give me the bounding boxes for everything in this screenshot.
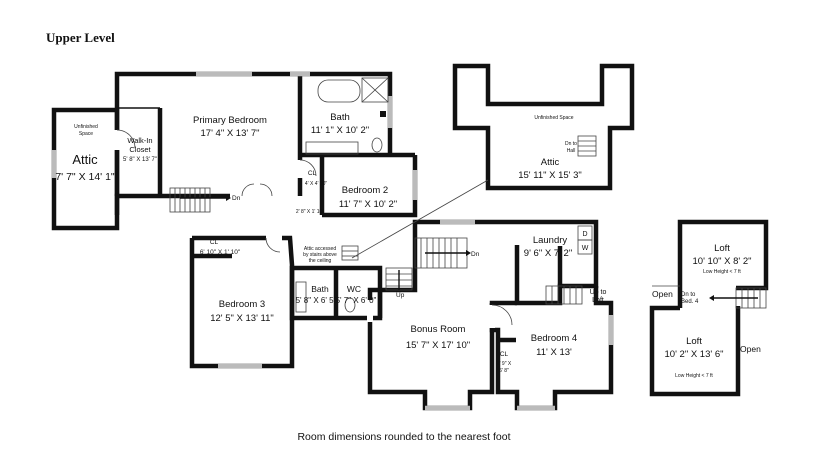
primary-bath-dims: 11' 1" X 10' 2" xyxy=(311,125,369,136)
loft-upper-name: Loft xyxy=(714,243,730,254)
toilet-wc xyxy=(344,297,356,313)
laundry-name: Laundry xyxy=(533,235,568,246)
open-label-right: Open xyxy=(740,344,761,354)
stair-left xyxy=(169,187,231,213)
shower xyxy=(361,77,389,103)
footnote: Room dimensions rounded to the nearest f… xyxy=(297,431,510,443)
dn-label-left: Dn xyxy=(232,195,241,202)
walk-in-closet-name2: Closet xyxy=(129,145,151,154)
laundry-washer: W xyxy=(582,245,589,252)
dn-to-bed4-line1: Dn to xyxy=(681,292,696,298)
closet-bonus-dims1: 2' 9" X xyxy=(497,361,512,367)
bath-outlet xyxy=(380,111,386,117)
laundry-dims: 9' 6" X 7' 2" xyxy=(524,248,572,259)
loft-lower-name: Loft xyxy=(686,336,702,347)
attic-right-stair2: Hall xyxy=(567,148,576,154)
closet-primary-dims: 4' X 4' 10" xyxy=(305,181,328,187)
closet-bonus-name: CL xyxy=(500,351,509,358)
bathtub xyxy=(317,79,361,103)
primary-bath-name: Bath xyxy=(330,112,350,123)
bonus-room-name: Bonus Room xyxy=(411,324,466,335)
walk-in-closet-dims: 5' 8" X 13' 7" xyxy=(123,157,157,163)
attic-connector-line xyxy=(351,179,489,259)
loft-lower-dims: 10' 2" X 13' 6" xyxy=(665,349,724,360)
double-vanity xyxy=(305,141,359,155)
attic-right-name: Attic xyxy=(541,157,560,168)
plan-title: Upper Level xyxy=(46,30,115,45)
loft-upper-dims: 10' 10" X 8' 2" xyxy=(693,256,752,267)
closet-primary-name: CL xyxy=(308,170,317,177)
bedroom3-closet-name: CL xyxy=(210,239,219,246)
doors xyxy=(114,129,513,328)
bonus-room-dims: 15' 7" X 17' 10" xyxy=(406,340,470,351)
attic-right-walls xyxy=(452,63,635,191)
attic-right-stair1: Dn to xyxy=(565,141,577,147)
up-label: Up xyxy=(396,292,405,299)
primary-bedroom-dims: 17' 4" X 13' 7" xyxy=(201,128,260,139)
bedroom4-dims: 11' X 13' xyxy=(536,347,572,358)
up-to-loft-line1: Up to xyxy=(590,289,607,296)
wc-name: WC xyxy=(347,284,361,294)
toilet-primary xyxy=(371,137,383,153)
stair-loft xyxy=(709,287,767,309)
attic-access-hatch xyxy=(341,245,359,261)
hall-bath-name: Bath xyxy=(311,284,329,294)
attic-note-line2: by stairs above xyxy=(303,252,337,258)
stairs xyxy=(169,135,767,309)
primary-bedroom-name: Primary Bedroom xyxy=(193,115,267,126)
bedroom3-name: Bedroom 3 xyxy=(219,299,265,310)
wc-dims: 5' 7" X 6' 0" xyxy=(336,296,377,305)
hall-north-wall xyxy=(114,193,230,215)
bedroom3-closet-dims: 6' 10" X 1' 10" xyxy=(200,249,241,256)
stair-center xyxy=(385,237,471,291)
closet-small-dims: 2' 8" X 1' 10" xyxy=(296,209,324,215)
dn-to-bed4-line2: Bed. 4 xyxy=(681,299,699,305)
attic-right-unfinished: Unfinished Space xyxy=(534,115,573,121)
attic-note-line3: the ceiling xyxy=(309,258,332,264)
unfinished-space-left-line2: Space xyxy=(79,131,93,137)
walk-in-closet-name1: Walk-In xyxy=(127,136,152,145)
attic-left-dims: 7' 7" X 14' 1" xyxy=(55,171,115,183)
bedroom4-name: Bedroom 4 xyxy=(531,333,577,344)
dn-label-right: Dn xyxy=(471,251,480,258)
bedroom2-dims: 11' 7" X 10' 2" xyxy=(339,199,397,210)
unfinished-space-left-line1: Unfinished xyxy=(74,124,98,130)
fixtures xyxy=(295,77,593,313)
open-label-left: Open xyxy=(652,289,673,299)
attic-note-line1: Attic accessed xyxy=(304,246,336,252)
loft-lower-note: Low Height < 7 ft xyxy=(675,373,713,379)
stair-attic-right xyxy=(577,135,597,157)
hall-bath-dims: 5' 8" X 6' 5" xyxy=(296,296,337,305)
bedroom3-dims: 12' 5" X 13' 11" xyxy=(210,313,274,324)
attic-right-dims: 15' 11" X 15' 3" xyxy=(518,170,582,181)
stair-to-loft xyxy=(545,285,583,305)
windows xyxy=(51,71,614,411)
bedroom2-name: Bedroom 2 xyxy=(342,185,388,196)
closet-bonus-dims2: 6' 8" xyxy=(499,368,509,374)
washer xyxy=(577,239,593,255)
loft-upper-note: Low Height < 7 ft xyxy=(703,269,741,275)
laundry-dryer: D xyxy=(582,231,587,238)
attic-left-name: Attic xyxy=(72,152,98,167)
hall-vanity xyxy=(295,281,307,313)
up-to-loft-line2: Loft xyxy=(592,297,604,304)
